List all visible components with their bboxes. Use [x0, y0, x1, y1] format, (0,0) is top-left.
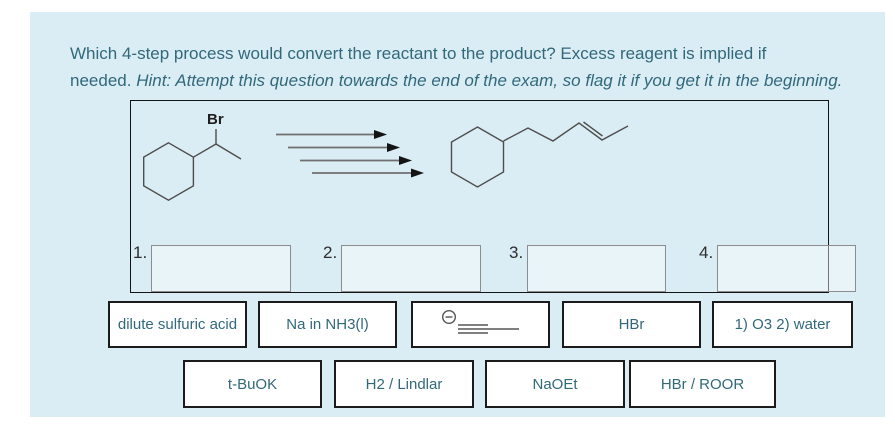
drop-zone-3[interactable] — [527, 245, 666, 292]
question-line-2-prefix: needed. — [70, 71, 132, 90]
option-hbr[interactable]: HBr — [562, 301, 701, 348]
option-label: t-BuOK — [227, 375, 278, 393]
reaction-scheme-drawing: Br — [143, 111, 629, 202]
option-label: dilute sulfuric acid — [117, 316, 238, 333]
question-line-1: Which 4-step process would convert the r… — [70, 40, 870, 67]
option-hbr-roor[interactable]: HBr / ROOR — [629, 360, 776, 408]
option-label: 1) O3 2) water — [734, 316, 831, 333]
option-naoet[interactable]: NaOEt — [485, 360, 625, 408]
drop-zone-4[interactable] — [717, 245, 856, 292]
drop-zone-4-number: 4. — [699, 243, 714, 262]
question-panel: Which 4-step process would convert the r… — [30, 12, 885, 417]
reaction-arrows-icon — [276, 130, 424, 178]
drop-zone-2-number: 2. — [323, 243, 338, 262]
drop-zone-1-number: 1. — [133, 243, 148, 262]
option-label: HBr / ROOR — [660, 375, 745, 393]
option-label: NaOEt — [532, 375, 578, 393]
question-text: Which 4-step process would convert the r… — [70, 40, 870, 94]
reactant-br-label: Br — [207, 111, 224, 128]
product-structure — [450, 121, 629, 188]
drop-zone-1[interactable] — [151, 245, 291, 292]
option-ozonolysis[interactable]: 1) O3 2) water — [712, 301, 853, 348]
option-t-buok[interactable]: t-BuOK — [183, 360, 322, 408]
question-hint-text: Hint: Attempt this question towards the … — [136, 71, 843, 90]
reaction-scheme-box — [130, 100, 829, 293]
option-na-in-nh3[interactable]: Na in NH3(l) — [258, 301, 397, 348]
option-h2-lindlar[interactable]: H2 / Lindlar — [334, 360, 474, 408]
option-methyl-acetylide-anion[interactable] — [411, 301, 550, 348]
option-label: H2 / Lindlar — [365, 375, 443, 393]
option-label: HBr — [618, 316, 645, 333]
reactant-structure — [143, 129, 242, 202]
drop-zone-3-number: 3. — [509, 243, 524, 262]
question-line-1-text: Which 4-step process would convert the r… — [70, 44, 767, 63]
methyl-acetylide-anion-icon — [442, 309, 519, 334]
option-label: Na in NH3(l) — [286, 316, 369, 333]
drop-zone-2[interactable] — [341, 245, 481, 292]
question-line-2: needed. Hint: Attempt this question towa… — [70, 67, 870, 94]
option-dilute-sulfuric-acid[interactable]: dilute sulfuric acid — [108, 301, 247, 348]
